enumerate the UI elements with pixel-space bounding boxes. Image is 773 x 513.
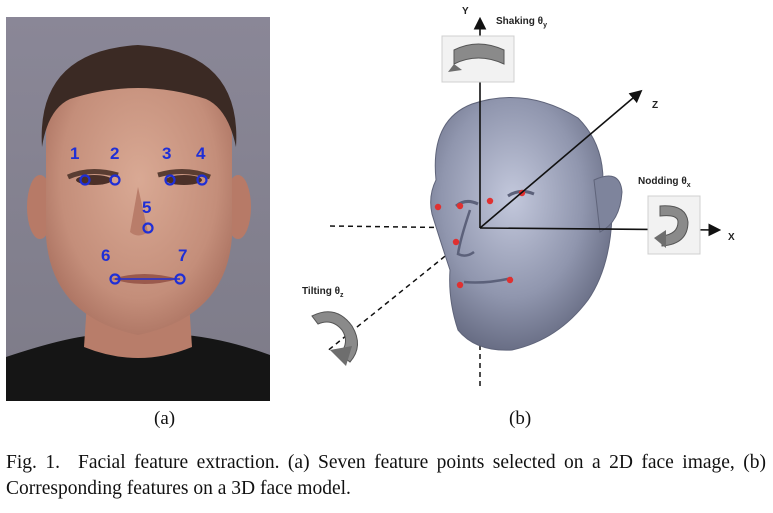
right-eyebrow bbox=[157, 169, 211, 180]
nodding-subscript: x bbox=[687, 182, 691, 189]
feature-point-3-label: 3 bbox=[162, 144, 171, 163]
shaking-label: Shaking θy bbox=[496, 16, 547, 29]
feature-point-3-marker bbox=[164, 174, 176, 186]
nodding-rotation-icon bbox=[647, 195, 701, 255]
face-model-3d: Y Z X Shaking θy Nodding θx Tilting θz bbox=[302, 6, 735, 390]
feature-point-6-label: 6 bbox=[101, 246, 110, 265]
shaking-rotation-icon bbox=[441, 35, 515, 83]
nodding-label: Nodding θx bbox=[638, 176, 691, 189]
feature-markers bbox=[79, 174, 208, 285]
nodding-label-text: Nodding θ bbox=[638, 176, 687, 187]
subfigure-b-label: (b) bbox=[509, 408, 532, 429]
shaking-label-text: Shaking θ bbox=[496, 16, 543, 27]
face-photo: 1 2 3 4 5 6 7 bbox=[6, 17, 270, 401]
feature-point-1-label: 1 bbox=[70, 144, 79, 163]
caption-prefix: Fig. 1. bbox=[6, 452, 60, 473]
tilting-rotation-icon bbox=[311, 311, 358, 366]
left-eye bbox=[76, 175, 112, 185]
axis-x-label: X bbox=[728, 232, 735, 243]
subfigure-a-label: (a) bbox=[154, 408, 176, 429]
axis-z-label: Z bbox=[652, 100, 658, 111]
feature-point-1-marker bbox=[79, 174, 91, 186]
nose bbox=[130, 187, 148, 236]
caption-text: Facial feature extraction. (a) Seven fea… bbox=[6, 452, 766, 499]
feature-point-7-label: 7 bbox=[178, 246, 187, 265]
feature-point-4-label: 4 bbox=[196, 144, 206, 163]
mesh-feature-markers bbox=[434, 189, 526, 289]
figure-caption: Fig. 1.Facial feature extraction. (a) Se… bbox=[6, 450, 766, 502]
feature-point-4-marker bbox=[196, 174, 208, 186]
tilting-label: Tilting θz bbox=[302, 286, 344, 299]
feature-point-5-marker bbox=[142, 222, 154, 234]
feature-point-2-marker bbox=[109, 174, 121, 186]
tilting-subscript: z bbox=[340, 292, 344, 299]
face-mesh bbox=[430, 97, 613, 351]
left-eyebrow bbox=[66, 169, 119, 180]
mesh-nose bbox=[456, 209, 475, 257]
hair bbox=[41, 45, 237, 147]
feature-point-5-label: 5 bbox=[142, 198, 151, 217]
mesh-ear bbox=[593, 175, 623, 233]
feature-point-2-label: 2 bbox=[110, 144, 119, 163]
shirt bbox=[6, 335, 270, 401]
tilting-label-text: Tilting θ bbox=[302, 286, 340, 297]
shaking-subscript: y bbox=[543, 22, 547, 29]
axis-y-label: Y bbox=[462, 6, 469, 17]
